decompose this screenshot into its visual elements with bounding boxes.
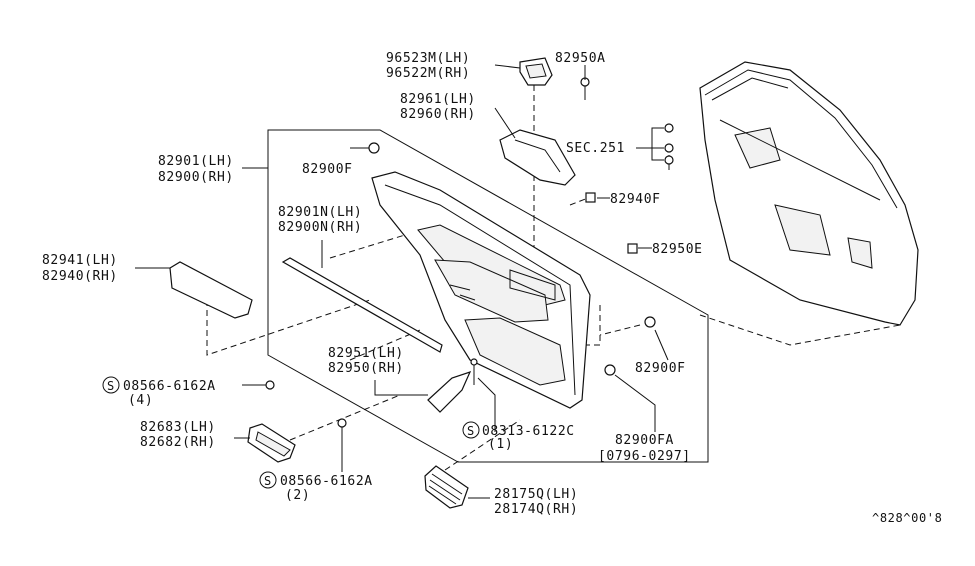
diagram-footer-code: ^828^00'8 [872,511,942,525]
part-label-82940f: 82940F [610,192,661,207]
screw-symbol-text: S [467,424,475,438]
part-label-82940: 82940(RH) [42,269,118,284]
part-qty-08566-bottom: (2) [285,488,310,503]
part-label-82941: 82941(LH) [42,253,118,268]
part-label-96523m: 96523M(LH) [386,51,470,66]
screw-symbol-icon [102,376,120,394]
part-label-82900fa: 82900FA [615,433,674,448]
screw-symbol-icon [462,421,480,439]
part-label-08566-top: 08566-6162A [123,379,216,394]
part-label-82900f-top: 82900F [302,162,353,177]
speaker-grille [424,465,469,509]
trim-strip [281,257,443,353]
part-label-82901: 82901(LH) [158,154,234,169]
part-range-82900fa: [0796-0297] [598,449,691,464]
part-label-82901n: 82901N(LH) [278,205,362,220]
switch-bezel [519,57,553,86]
handle-escutcheon [247,423,296,463]
screw-symbols: S S S [102,376,480,489]
part-label-82900: 82900(RH) [158,170,234,185]
part-label-28175q: 28175Q(LH) [494,487,578,502]
fasteners [262,77,674,428]
part-label-82900f-right: 82900F [635,361,686,376]
door-trim-panel [371,171,591,409]
screw-symbol-text: S [264,474,272,488]
assembly-frame [267,129,709,463]
part-label-82950: 82950(RH) [328,361,404,376]
part-label-82683: 82683(LH) [140,420,216,435]
part-label-82961: 82961(LH) [400,92,476,107]
part-label-96522m: 96522M(RH) [386,66,470,81]
screw-symbol-text: S [107,379,115,393]
part-label-82950e: 82950E [652,242,703,257]
part-label-82960: 82960(RH) [400,107,476,122]
part-label-28174q: 28174Q(RH) [494,502,578,517]
part-label-82950a: 82950A [555,51,606,66]
part-qty-08566-top: (4) [128,393,153,408]
part-qty-08313: (1) [488,437,513,452]
part-label-08313: 08313-6122C [482,424,575,439]
part-labels: 96523M(LH) 96522M(RH) 82950A 82961(LH) 8… [42,51,942,525]
section-ref-251: SEC.251 [566,141,625,156]
part-label-82900n: 82900N(RH) [278,220,362,235]
part-label-82951: 82951(LH) [328,346,404,361]
pull-bracket [427,371,472,413]
leader-lines [135,64,669,499]
door-shell [699,61,919,326]
screw-symbol-icon [259,471,277,489]
part-label-82682: 82682(RH) [140,435,216,450]
armrest-pad [169,261,253,319]
part-label-08566-bottom: 08566-6162A [280,474,373,489]
switch-bracket [499,129,576,186]
